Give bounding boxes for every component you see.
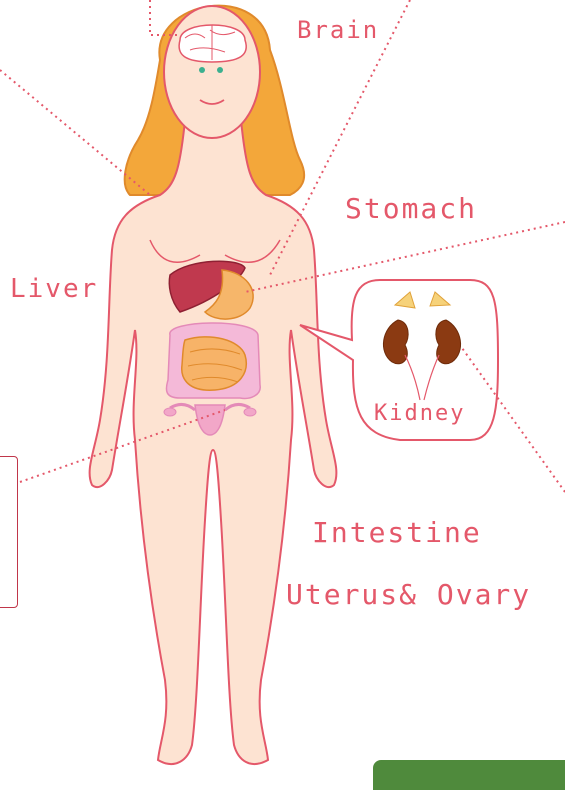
brain-organ [179, 25, 246, 62]
label-liver: Liver [10, 274, 98, 304]
left-eye [199, 67, 205, 73]
green-tab [373, 760, 565, 790]
label-stomach: Stomach [345, 192, 477, 225]
left-ovary [164, 408, 176, 416]
label-kidney: Kidney [374, 401, 465, 426]
right-eye [217, 67, 223, 73]
right-ovary [244, 408, 256, 416]
label-uterus-ovary: Uterus& Ovary [286, 578, 531, 611]
label-brain: Brain [297, 16, 379, 44]
body-outline [90, 120, 337, 764]
label-intestine: Intestine [312, 516, 482, 549]
callout-box [0, 456, 18, 608]
